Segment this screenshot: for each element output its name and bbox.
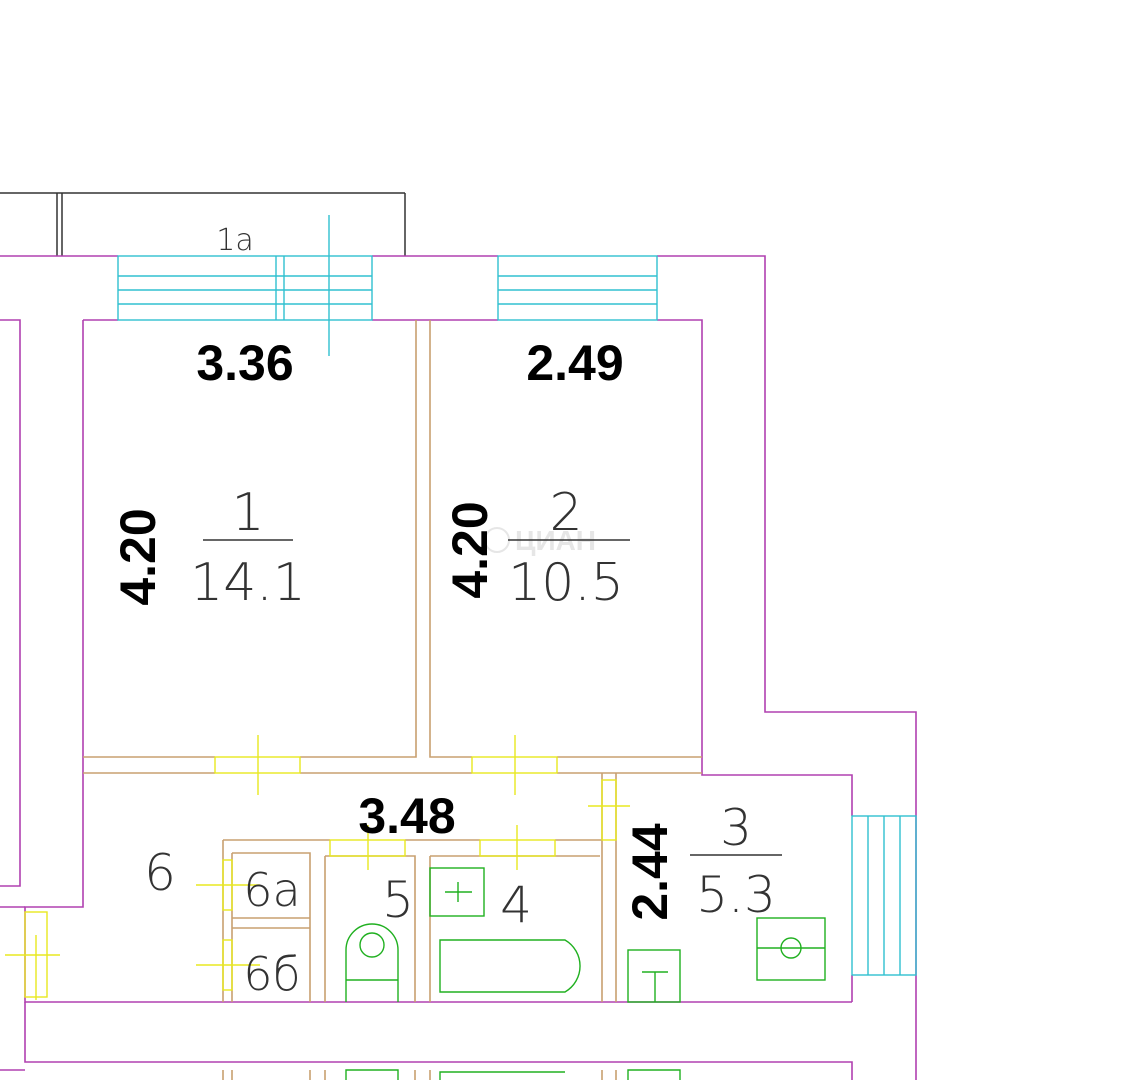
room2-area: 10.5 <box>508 553 624 613</box>
room1-length-dimension: 4.20 <box>110 508 166 605</box>
kitchen-sink-icon <box>627 949 681 1003</box>
balcony <box>0 192 406 256</box>
room6b-number: 6б <box>243 947 300 1001</box>
room2-width-dimension: 2.49 <box>526 335 623 391</box>
corridor-width-dimension: 3.48 <box>358 788 455 844</box>
room1-area: 14.1 <box>190 553 306 613</box>
room6a-number: 6а <box>243 863 300 917</box>
doors <box>5 735 630 1000</box>
room1-number: 1 <box>231 483 264 543</box>
room3-area: 5.3 <box>696 866 776 924</box>
inner-walls <box>83 320 702 1080</box>
bathtub-icon <box>439 939 581 993</box>
room4-number: 4 <box>500 876 532 934</box>
toilet-bowl-icon <box>359 932 385 958</box>
room2-number: 2 <box>549 483 582 543</box>
balcony-label: 1а <box>216 223 253 258</box>
room1-width-dimension: 3.36 <box>196 335 293 391</box>
sink-icon <box>429 867 485 917</box>
kitchen-length-dimension: 2.44 <box>622 823 678 921</box>
room5-number: 5 <box>382 871 414 929</box>
room3-number: 3 <box>720 799 752 857</box>
outer-walls <box>0 255 917 1080</box>
stove-icon <box>756 917 826 981</box>
fixtures <box>345 867 826 1080</box>
toilet-icon <box>345 923 399 1002</box>
windows <box>117 215 917 976</box>
room6-number: 6 <box>144 844 176 902</box>
room2-length-dimension: 4.20 <box>442 501 498 598</box>
